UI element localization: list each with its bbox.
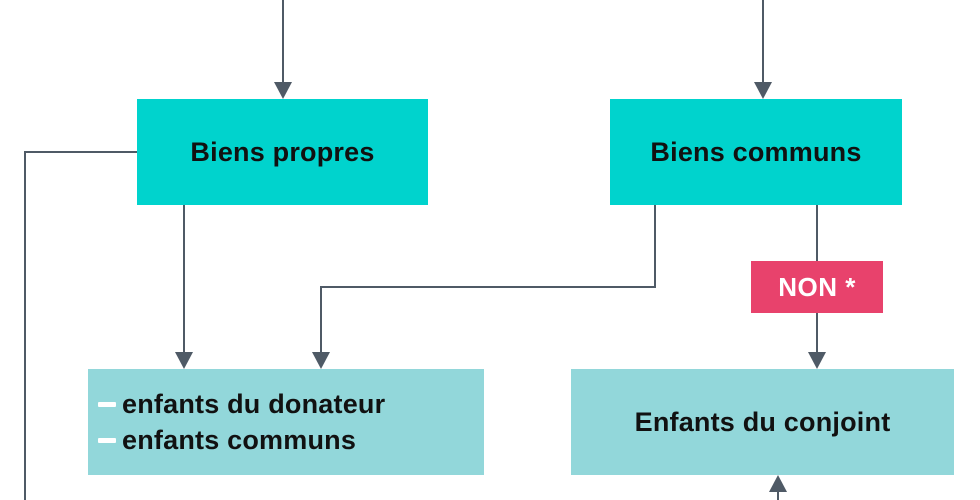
node-enfants-du-conjoint: Enfants du conjoint	[571, 369, 954, 475]
dash-bullet-icon	[98, 437, 116, 443]
list-item: enfants communs	[98, 424, 385, 456]
list-item-label: enfants du donateur	[122, 389, 386, 419]
connector-biens-propres-left	[24, 151, 137, 500]
dash-bullet-icon	[98, 401, 116, 407]
arrowhead-biens-communs-to-enfants	[312, 352, 330, 369]
node-enfants-list: enfants du donateur enfants communs	[88, 369, 484, 475]
list-item-label: enfants communs	[122, 425, 357, 455]
arrowhead-biens-propres-to-enfants	[175, 352, 193, 369]
connector-biens-communs-to-enfants	[320, 205, 656, 358]
arrowhead-into-biens-communs	[754, 82, 772, 99]
badge-non: NON *	[751, 261, 883, 313]
node-biens-communs: Biens communs	[610, 99, 902, 205]
node-biens-propres-label: Biens propres	[190, 136, 375, 167]
arrowhead-biens-communs-to-conjoint	[808, 352, 826, 369]
list-item: enfants du donateur	[98, 388, 385, 420]
arrowhead-into-conjoint-from-below	[769, 475, 787, 492]
node-enfants-du-conjoint-label: Enfants du conjoint	[634, 406, 891, 437]
node-biens-propres: Biens propres	[137, 99, 428, 205]
enfants-list: enfants du donateur enfants communs	[98, 388, 385, 456]
badge-non-label: NON *	[778, 271, 856, 302]
node-biens-communs-label: Biens communs	[650, 136, 862, 167]
arrowhead-into-biens-propres	[274, 82, 292, 99]
